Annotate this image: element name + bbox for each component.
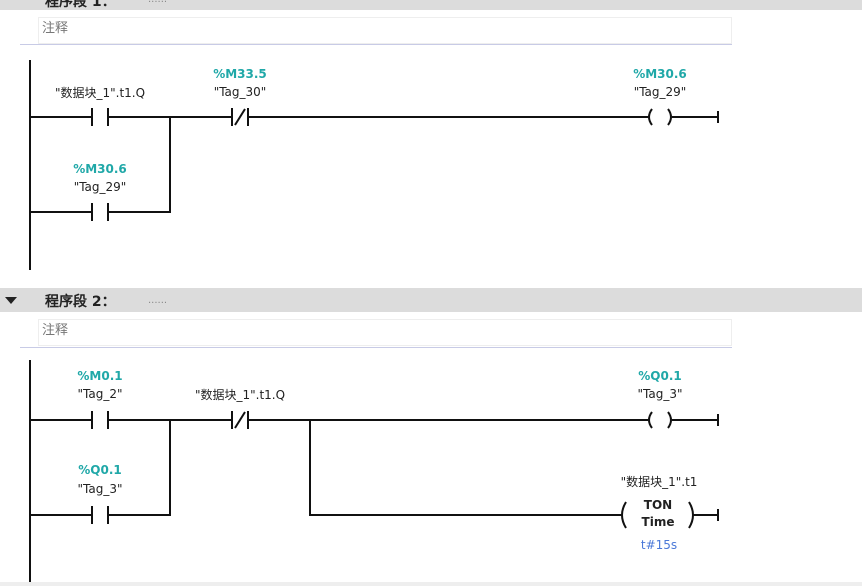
coil-address[interactable]: %M30.6 bbox=[633, 67, 687, 81]
network-1-comment[interactable]: 注释 bbox=[38, 17, 732, 44]
coil-icon bbox=[648, 411, 672, 429]
no-contact-icon bbox=[91, 411, 109, 429]
timer-subtype: Time bbox=[641, 515, 675, 529]
network-3-header bbox=[0, 582, 862, 586]
timer-coil-icon bbox=[621, 501, 694, 529]
no-contact-icon bbox=[91, 506, 109, 524]
contact-address[interactable]: %M30.6 bbox=[73, 162, 127, 176]
nc-contact-icon bbox=[231, 108, 249, 126]
contact-tag[interactable]: "Tag_29" bbox=[73, 180, 127, 194]
no-contact-icon bbox=[91, 203, 109, 221]
contact-tag[interactable]: "Tag_2" bbox=[77, 387, 123, 401]
coil-tag[interactable]: "Tag_29" bbox=[633, 85, 687, 99]
divider bbox=[20, 44, 732, 45]
contact-tag[interactable]: "Tag_30" bbox=[213, 85, 267, 99]
network-2-dots: ...... bbox=[148, 295, 168, 306]
no-contact-icon bbox=[91, 108, 109, 126]
timer-preset[interactable]: t#15s bbox=[640, 538, 678, 552]
coil-address[interactable]: %Q0.1 bbox=[638, 369, 682, 383]
contact-operand[interactable]: "数据块_1".t1.Q bbox=[194, 388, 286, 402]
timer-type: TON bbox=[643, 498, 673, 512]
network-1-header[interactable]: 程序段 1： ...... bbox=[0, 0, 862, 10]
network-1-dots: ...... bbox=[148, 0, 167, 5]
contact-address[interactable]: %M33.5 bbox=[213, 67, 267, 81]
contact-address[interactable]: %Q0.1 bbox=[78, 463, 122, 477]
network-2-title: 程序段 2： bbox=[45, 294, 116, 310]
nc-contact-icon bbox=[231, 411, 249, 429]
contact-tag[interactable]: "Tag_3" bbox=[77, 482, 123, 496]
timer-operand[interactable]: "数据块_1".t1 bbox=[620, 475, 698, 489]
coil-icon bbox=[648, 108, 672, 126]
rung-wire bbox=[30, 414, 719, 521]
contact-address[interactable]: %M0.1 bbox=[77, 369, 123, 383]
collapse-triangle-icon[interactable] bbox=[5, 297, 17, 304]
rung-wire bbox=[30, 111, 719, 213]
network-1-title: 程序段 1： bbox=[45, 0, 116, 10]
network-2-comment[interactable]: 注释 bbox=[38, 319, 732, 346]
coil-tag[interactable]: "Tag_3" bbox=[637, 387, 683, 401]
divider bbox=[20, 347, 732, 348]
contact-operand[interactable]: "数据块_1".t1.Q bbox=[54, 86, 146, 100]
network-2-header[interactable]: 程序段 2： ...... bbox=[0, 288, 862, 312]
